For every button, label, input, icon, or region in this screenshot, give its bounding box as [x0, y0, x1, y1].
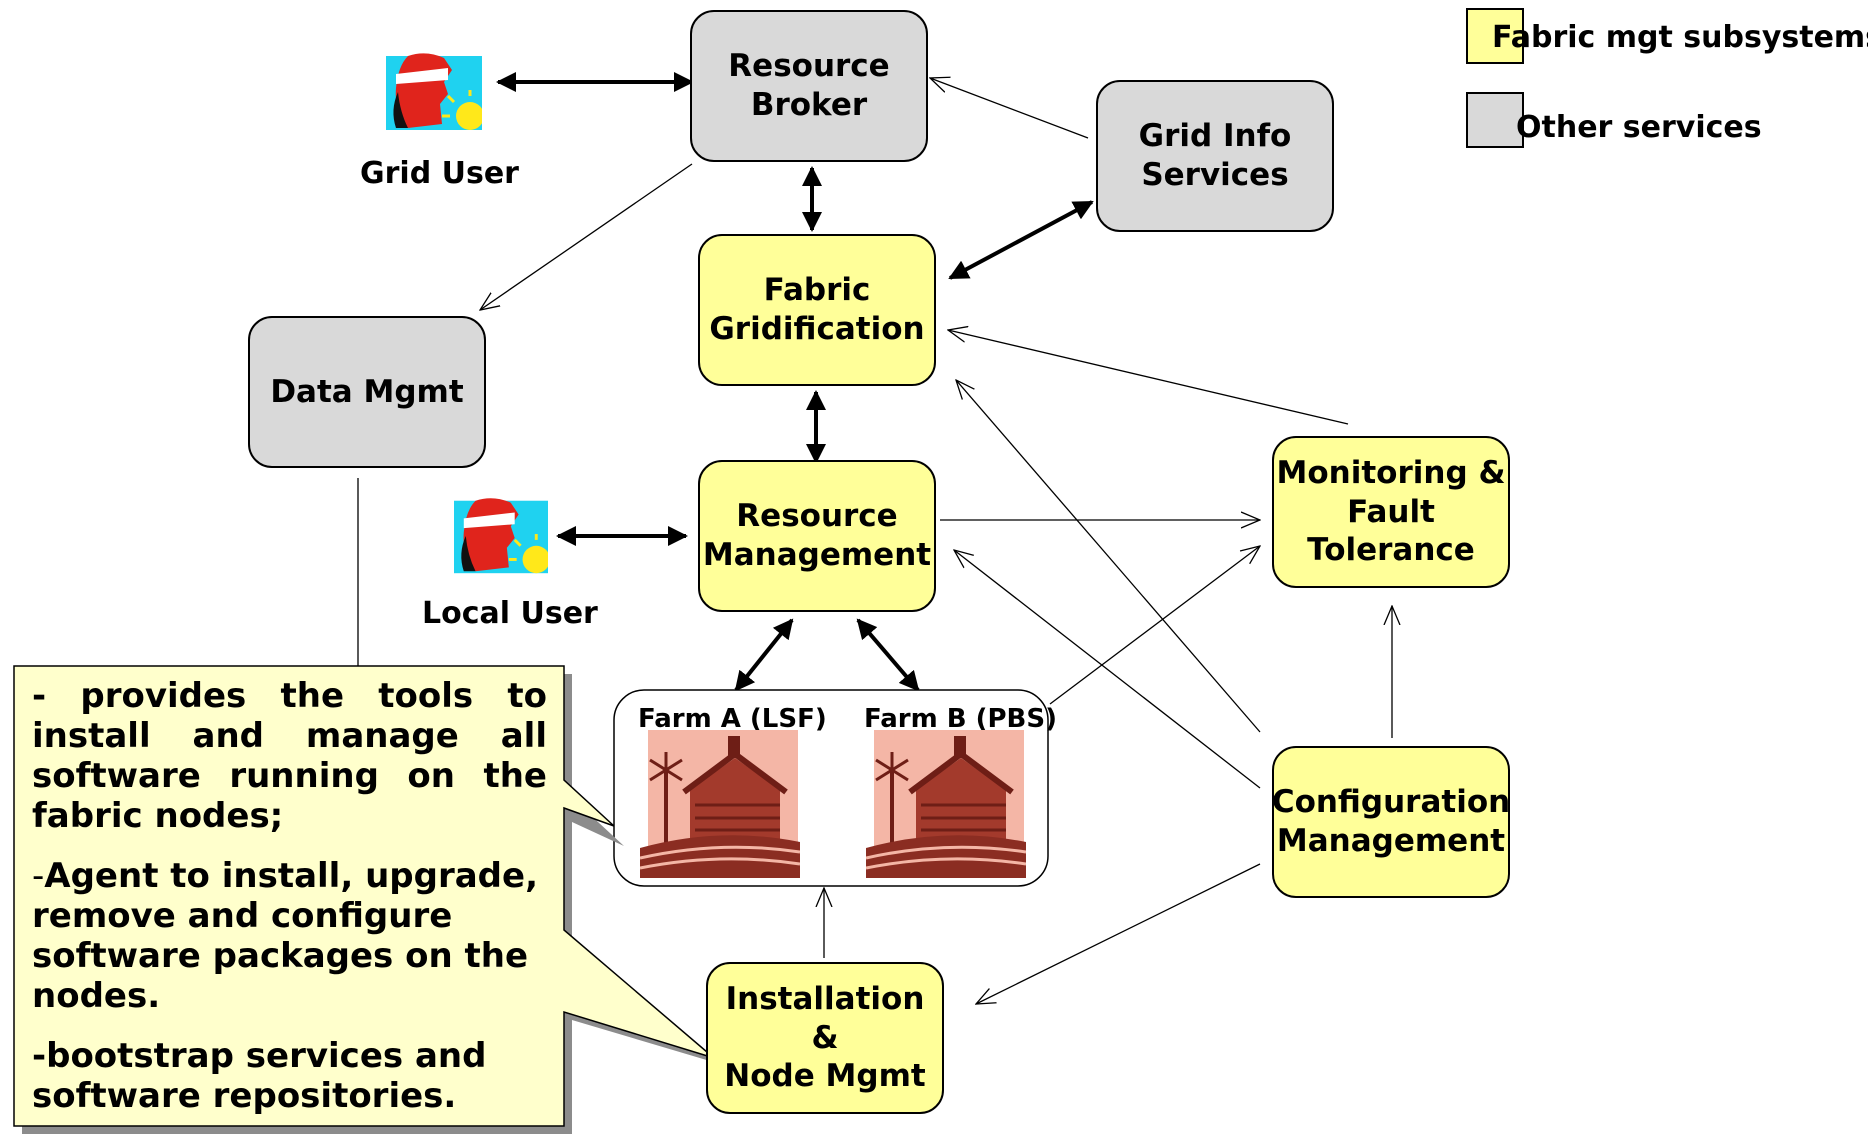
- legend-fabric-label: Fabric mgt subsystems: [1492, 20, 1868, 55]
- arrow-config-to-gridification: [956, 380, 1261, 733]
- callout-text: - provides the tools to install and mana…: [32, 676, 547, 1136]
- data-mgmt-label: Data Mgmt: [270, 373, 464, 410]
- callout-paragraph-1: - provides the tools to install and mana…: [32, 676, 547, 836]
- grid-info-services-label: Grid Info Services: [1138, 118, 1292, 193]
- legend-other-label: Other services: [1516, 110, 1762, 145]
- arrow-farm-to-monitoring: [1049, 546, 1260, 705]
- fabric-gridification-box: Fabric Gridification: [698, 234, 936, 386]
- callout-paragraph-2-dash: -: [32, 856, 45, 896]
- arrow-config-to-installation: [976, 863, 1261, 1004]
- arrow-config-to-resmgmt: [954, 550, 1261, 789]
- installation-node-mgmt-label: Installation & Node Mgmt: [724, 980, 926, 1095]
- farm-a-barn-icon: [640, 730, 800, 878]
- monitoring-label: Monitoring & Fault Tolerance: [1276, 454, 1506, 569]
- grid-user-label: Grid User: [360, 156, 519, 191]
- installation-node-mgmt-box: Installation & Node Mgmt: [706, 962, 944, 1114]
- grid-info-services-box: Grid Info Services: [1096, 80, 1334, 232]
- arrow-broker-to-datamgmt: [480, 163, 693, 310]
- farm-a-label: Farm A (LSF): [638, 704, 827, 734]
- callout-paragraph-3: -bootstrap services and software reposit…: [32, 1036, 487, 1116]
- arrow-resmgmt-farmB: [856, 618, 920, 692]
- local-user-label: Local User: [422, 596, 598, 631]
- resource-management-box: Resource Management: [698, 460, 936, 612]
- configuration-management-label: Configuration Management: [1271, 784, 1511, 859]
- arrow-resmgmt-farmA: [734, 618, 794, 692]
- arrow-gridinfo-gridification: [948, 200, 1094, 280]
- callout-body: [13, 665, 715, 1127]
- resource-management-label: Resource Management: [702, 498, 932, 573]
- resource-broker-label: Resource Broker: [728, 48, 890, 123]
- local-user-icon: [454, 498, 548, 574]
- data-mgmt-box: Data Mgmt: [248, 316, 486, 468]
- resource-broker-box: Resource Broker: [690, 10, 928, 162]
- configuration-management-box: Configuration Management: [1272, 746, 1510, 898]
- legend-other-swatch: [1466, 92, 1524, 148]
- fabric-gridification-label: Fabric Gridification: [709, 272, 925, 347]
- monitoring-box: Monitoring & Fault Tolerance: [1272, 436, 1510, 588]
- callout-paragraph-2: -Agent to install, upgrade, remove and c…: [32, 856, 547, 1016]
- farm-b-label: Farm B (PBS): [864, 704, 1057, 734]
- arrow-gridinfo-to-broker: [930, 78, 1089, 139]
- farm-b-barn-icon: [866, 730, 1026, 878]
- legend-fabric-swatch: [1466, 8, 1524, 64]
- arrow-monitoring-to-gridification: [948, 330, 1349, 425]
- grid-user-icon: [386, 53, 482, 130]
- callout-paragraph-2-text: Agent to install, upgrade, remove and co…: [32, 856, 538, 1016]
